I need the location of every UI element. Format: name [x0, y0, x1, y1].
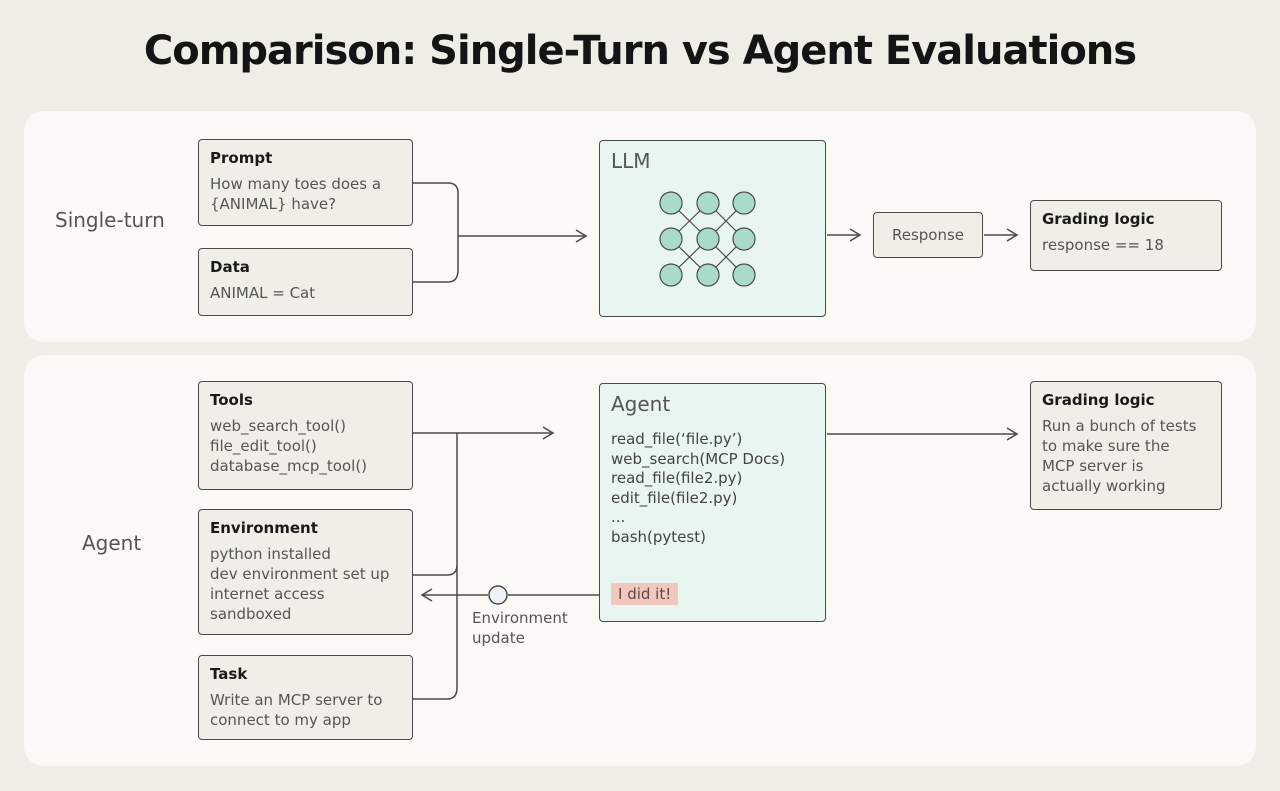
agent-to-grading-arrowhead — [1006, 427, 1019, 441]
response-to-grading-arrowhead — [1006, 228, 1019, 242]
agent-grading-title: Grading logic — [1042, 391, 1155, 409]
llm-to-response-arrowhead — [849, 228, 862, 242]
task-title: Task — [210, 665, 248, 683]
tools-box: Tools web_search_tool() file_edit_tool()… — [198, 381, 413, 490]
data-box: Data ANIMAL = Cat — [198, 248, 413, 316]
environment-box: Environment python installed dev environ… — [198, 509, 413, 635]
environment-merge-line — [413, 432, 458, 576]
environment-title: Environment — [210, 519, 318, 537]
environment-update-node-icon — [488, 585, 508, 605]
tools-title: Tools — [210, 391, 253, 409]
llm-box: LLM — [599, 140, 826, 317]
response-box: Response — [873, 212, 983, 258]
agent-actions: read_file(‘file.py’) web_search(MCP Docs… — [611, 430, 786, 546]
single-turn-grading-box: Grading logic response == 18 — [1030, 200, 1222, 271]
agent-box-title: Agent — [611, 392, 671, 416]
task-body: Write an MCP server to connect to my app — [210, 691, 383, 729]
neural-network-icon — [659, 191, 756, 287]
single-turn-grading-body: response == 18 — [1042, 236, 1164, 254]
environment-update-label: Environment update — [472, 609, 568, 647]
to-llm-arrowhead — [575, 229, 588, 243]
task-box: Task Write an MCP server to connect to m… — [198, 655, 413, 740]
prompt-body: How many toes does a {ANIMAL} have? — [210, 175, 382, 213]
single-turn-grading-title: Grading logic — [1042, 210, 1155, 228]
agent-status-badge: I did it! — [611, 583, 679, 605]
data-title: Data — [210, 258, 250, 276]
diagram-title: Comparison: Single-Turn vs Agent Evaluat… — [143, 28, 1137, 74]
agent-grading-body: Run a bunch of tests to make sure the MC… — [1042, 417, 1197, 495]
agent-grading-box: Grading logic Run a bunch of tests to ma… — [1030, 381, 1222, 510]
single-turn-row-label: Single-turn — [55, 208, 165, 232]
task-merge-line — [413, 565, 458, 700]
llm-title: LLM — [611, 149, 651, 173]
agent-row-label: Agent — [82, 531, 142, 555]
prompt-data-merge-line — [413, 182, 459, 283]
tools-body: web_search_tool() file_edit_tool() datab… — [210, 417, 368, 475]
agent-box: Agent read_file(‘file.py’) web_search(MC… — [599, 383, 826, 622]
environment-body: python installed dev environment set up … — [210, 545, 390, 623]
data-body: ANIMAL = Cat — [210, 284, 316, 302]
prompt-title: Prompt — [210, 149, 273, 167]
tools-to-agent-arrowhead — [542, 426, 555, 440]
prompt-box: Prompt How many toes does a {ANIMAL} hav… — [198, 139, 413, 226]
env-update-arrowhead — [420, 588, 433, 602]
